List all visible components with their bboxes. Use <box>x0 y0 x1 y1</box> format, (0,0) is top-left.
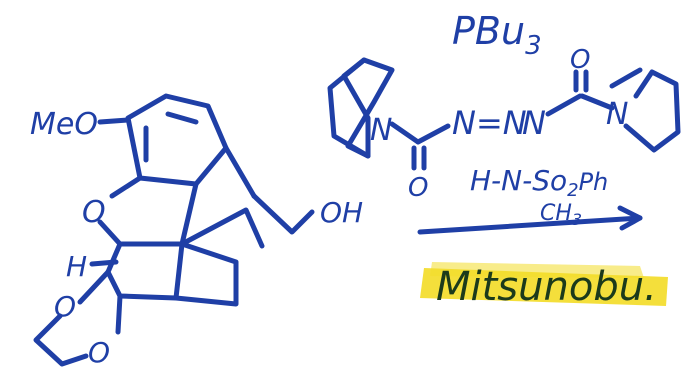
right-carbonyl-link <box>545 93 583 117</box>
left-piperidine-ring-close <box>327 57 371 159</box>
hydrogen-label: H <box>66 250 87 283</box>
ketal-bond-upper <box>77 269 111 305</box>
addp-skeleton <box>327 57 681 171</box>
reaction-name-label: Mitsunobu. <box>436 264 657 310</box>
cyclohexane-ring <box>105 241 185 301</box>
chain-to-hydroxyl-bond <box>251 193 315 235</box>
left-carbonyl-link <box>415 123 451 145</box>
right-piperidine-ring <box>623 69 681 153</box>
methoxy-label: MeO <box>30 107 98 142</box>
ketal-oxygen-lower-label: O <box>88 336 110 369</box>
reaction-arrow-shaft <box>417 215 643 235</box>
ether-bond-lower <box>97 219 123 247</box>
hydrogen-bond <box>89 259 119 267</box>
right-azo-n-label: N <box>522 104 546 142</box>
left-carbonyl-o-label: O <box>408 173 428 203</box>
right-amide-bond <box>579 93 615 111</box>
substrate-skeleton <box>33 93 315 367</box>
ketal-oxygen-upper-label: O <box>54 290 76 323</box>
bridge-bond <box>179 207 265 249</box>
right-carbonyl-o-label: O <box>570 45 590 75</box>
reaction-arrow-head <box>617 205 643 231</box>
central-bond-up <box>179 181 199 247</box>
nucleophile-label: H-N-So2Ph <box>470 164 608 201</box>
ether-bond-upper <box>109 175 143 199</box>
ether-oxygen-label: O <box>82 195 106 230</box>
left-amide-n-label: N <box>370 113 392 148</box>
right-amide-n-label: N <box>606 97 628 132</box>
hydroxyl-label: OH <box>320 196 363 229</box>
ketal-bond-lower <box>115 293 123 335</box>
azo-link-label: N=N <box>452 104 527 142</box>
highlighter-smear <box>430 262 644 278</box>
ring-to-chain-bond <box>223 145 257 199</box>
aromatic-inner-bond-top <box>165 111 199 125</box>
aromatic-ring <box>125 93 229 187</box>
lower-right-ring <box>173 241 239 307</box>
left-amide-bond <box>389 121 421 145</box>
reaction-arrow <box>417 205 643 235</box>
methoxy-bond <box>97 117 131 125</box>
right-piperidine-inner <box>609 67 643 89</box>
ketal-bridge <box>33 313 89 367</box>
phosphine-label: PBu3 <box>452 9 542 61</box>
